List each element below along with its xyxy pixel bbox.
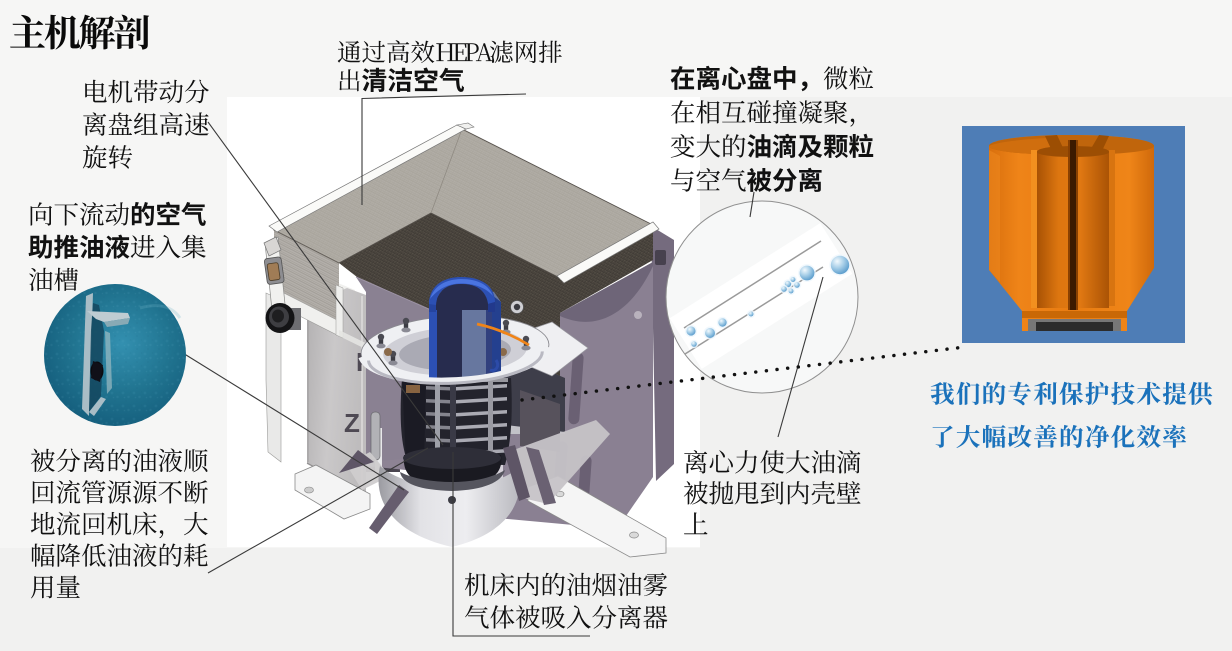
svg-text:Z: Z	[344, 408, 360, 438]
